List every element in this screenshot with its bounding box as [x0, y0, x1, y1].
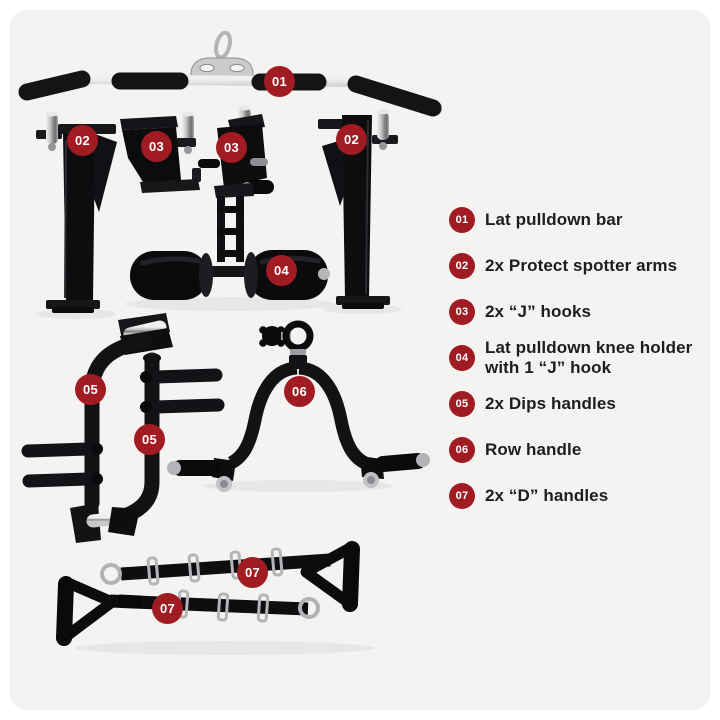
- marker-05-dips-handle-b: 05: [134, 424, 165, 455]
- legend-label-01: Lat pulldown bar: [485, 209, 623, 229]
- marker-01-lat-pulldown-bar: 01: [264, 66, 295, 97]
- spotter-arm-left-illustration: [36, 111, 117, 313]
- legend-item-07: 07 2x “D” handles: [449, 473, 715, 519]
- legend-label-07: 2x “D” handles: [485, 485, 609, 505]
- legend: 01 Lat pulldown bar 02 2x Protect spotte…: [449, 197, 715, 519]
- spotter-arm-right-illustration: [318, 109, 398, 309]
- legend-label-04: Lat pulldown knee holder with 1 “J” hook: [485, 337, 693, 377]
- row-handle-illustration: [167, 320, 430, 492]
- legend-label-02: 2x Protect spotter arms: [485, 255, 678, 275]
- lat-pulldown-bar-illustration: [18, 30, 442, 117]
- legend-item-03: 03 2x “J” hooks: [449, 289, 715, 335]
- marker-05-dips-handle-a: 05: [75, 374, 106, 405]
- legend-label-06: Row handle: [485, 439, 582, 459]
- legend-label-03: 2x “J” hooks: [485, 301, 592, 321]
- dips-handle-b-illustration: [70, 352, 225, 543]
- marker-02-spotter-arm-right: 02: [336, 124, 367, 155]
- legend-item-02: 02 2x Protect spotter arms: [449, 243, 715, 289]
- marker-03-j-hook-left: 03: [141, 131, 172, 162]
- marker-04-knee-holder: 04: [266, 255, 297, 286]
- legend-badge-05: 05: [449, 391, 475, 417]
- marker-07-d-handle-a: 07: [237, 557, 268, 588]
- marker-03-j-hook-right: 03: [216, 132, 247, 163]
- legend-badge-07: 07: [449, 483, 475, 509]
- legend-item-05: 05 2x Dips handles: [449, 381, 715, 427]
- d-handle-a-illustration: [100, 541, 360, 612]
- marker-06-row-handle: 06: [284, 376, 315, 407]
- legend-badge-06: 06: [449, 437, 475, 463]
- legend-badge-03: 03: [449, 299, 475, 325]
- legend-badge-02: 02: [449, 253, 475, 279]
- d-handle-b-illustration: [56, 576, 320, 646]
- legend-badge-04: 04: [449, 345, 475, 371]
- legend-badge-01: 01: [449, 207, 475, 233]
- legend-item-01: 01 Lat pulldown bar: [449, 197, 715, 243]
- marker-02-spotter-arm-left: 02: [67, 125, 98, 156]
- legend-item-06: 06 Row handle: [449, 427, 715, 473]
- legend-label-05: 2x Dips handles: [485, 393, 616, 413]
- legend-item-04: 04 Lat pulldown knee holder with 1 “J” h…: [449, 335, 715, 381]
- marker-07-d-handle-b: 07: [152, 593, 183, 624]
